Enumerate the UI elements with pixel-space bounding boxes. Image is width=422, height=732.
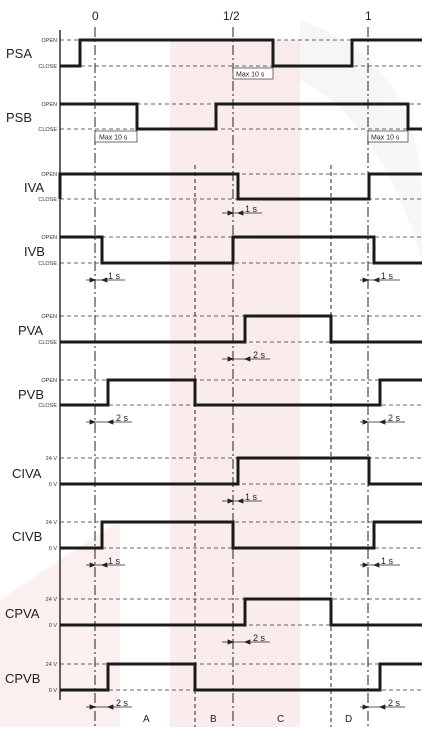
signal-name-psb: PSB bbox=[6, 110, 32, 125]
signal-name-pva: PVA bbox=[18, 323, 43, 338]
waveform-pva bbox=[60, 314, 422, 344]
phase-a: A bbox=[143, 714, 150, 725]
waveform-cpva bbox=[60, 597, 422, 627]
level-high-psa: OPEN bbox=[41, 38, 57, 44]
delay-labels: 1 s 1 s 1 s 2 s 2 s 2 s 1 s 1 s 1 s 2 s … bbox=[108, 204, 401, 708]
level-low-pva: CLOSE bbox=[38, 340, 57, 346]
waveforms bbox=[58, 38, 422, 692]
level-low-civb: 0 V bbox=[49, 546, 58, 552]
level-low-cpva: 0 V bbox=[49, 623, 58, 629]
phase-c: C bbox=[277, 714, 284, 725]
signal-name-pvb: PVB bbox=[18, 387, 44, 402]
delay-cpvb-left: 2 s bbox=[116, 698, 129, 708]
level-high-ivb: OPEN bbox=[41, 235, 57, 241]
phase-b: B bbox=[210, 714, 217, 725]
top-label-half: 1/2 bbox=[223, 9, 240, 23]
delay-ivb-right: 1 s bbox=[381, 271, 394, 281]
signal-name-civa: CIVA bbox=[12, 466, 42, 481]
delay-civb-right: 1 s bbox=[381, 556, 394, 566]
signal-name-cpvb: CPVB bbox=[5, 671, 40, 686]
level-low-psa: CLOSE bbox=[38, 64, 57, 70]
level-low-iva: CLOSE bbox=[38, 197, 57, 203]
delay-ivb-left: 1 s bbox=[108, 271, 121, 281]
level-high-iva: OPEN bbox=[41, 172, 57, 178]
delay-iva: 1 s bbox=[245, 204, 258, 214]
delay-civb-left: 1 s bbox=[108, 556, 121, 566]
level-low-cpvb: 0 V bbox=[49, 688, 58, 694]
top-label-1: 1 bbox=[365, 9, 372, 23]
waveform-pvb bbox=[60, 378, 422, 407]
signal-name-psa: PSA bbox=[6, 46, 32, 61]
waveform-civb bbox=[60, 520, 422, 550]
phase-d: D bbox=[345, 714, 352, 725]
reference-lines bbox=[94, 27, 369, 727]
level-labels: OPEN CLOSE OPEN CLOSE OPEN CLOSE OPEN CL… bbox=[38, 38, 57, 694]
signal-name-civb: CIVB bbox=[12, 529, 42, 544]
delay-civa: 1 s bbox=[245, 492, 258, 502]
psa-max-note: Max 10 s bbox=[236, 72, 265, 79]
signal-name-iva: IVA bbox=[24, 180, 44, 195]
signal-names: PSA PSB IVA IVB PVA PVB CIVA CIVB CPVA C… bbox=[5, 46, 45, 686]
waveform-psb bbox=[60, 102, 422, 131]
waveform-psa bbox=[60, 38, 422, 68]
phase-labels: A B C D bbox=[143, 714, 352, 725]
level-high-pva: OPEN bbox=[41, 314, 57, 320]
level-high-pvb: OPEN bbox=[41, 378, 57, 384]
level-low-pvb: CLOSE bbox=[38, 403, 57, 409]
level-low-ivb: CLOSE bbox=[38, 261, 57, 267]
waveform-ivb bbox=[60, 235, 422, 265]
level-low-civa: 0 V bbox=[49, 482, 58, 488]
level-high-cpva: 24 V bbox=[46, 597, 58, 603]
waveform-cpvb bbox=[60, 662, 422, 692]
waveform-iva bbox=[58, 172, 422, 201]
watermark bbox=[0, 20, 422, 727]
waveform-civa bbox=[60, 456, 422, 486]
signal-name-cpva: CPVA bbox=[5, 606, 40, 621]
level-low-psb: CLOSE bbox=[38, 127, 57, 133]
delay-pvb-right: 2 s bbox=[388, 413, 401, 423]
level-high-civa: 24 V bbox=[46, 456, 58, 462]
phase-boundary-lines bbox=[194, 165, 332, 727]
delay-pva: 2 s bbox=[253, 350, 266, 360]
signal-name-ivb: IVB bbox=[24, 244, 45, 259]
top-label-0: 0 bbox=[92, 9, 99, 23]
delay-pvb-left: 2 s bbox=[116, 413, 129, 423]
level-high-civb: 24 V bbox=[46, 520, 58, 526]
level-high-cpvb: 24 V bbox=[46, 662, 58, 668]
delay-cpvb-right: 2 s bbox=[388, 698, 401, 708]
psb-max-note-right: Max 10 s bbox=[371, 135, 400, 142]
max-notes: Max 10 s Max 10 s Max 10 s bbox=[94, 67, 409, 143]
psb-max-note-left: Max 10 s bbox=[99, 135, 128, 142]
delay-cpva: 2 s bbox=[253, 633, 266, 643]
delay-markers bbox=[86, 210, 405, 710]
level-high-psb: OPEN bbox=[41, 102, 57, 108]
